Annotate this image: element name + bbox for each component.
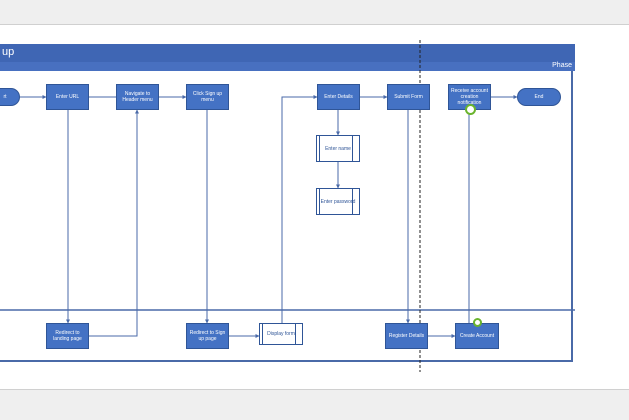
phase-bar[interactable]: Phase (0, 62, 575, 71)
pool-title: up (2, 46, 15, 58)
enter-details-step[interactable]: Enter Details (317, 84, 360, 110)
connection-point-handle[interactable] (473, 318, 482, 327)
connection-point-handle[interactable] (465, 104, 476, 115)
navigate-header-step[interactable]: Navigate to Header menu (116, 84, 159, 110)
receive-notification-step[interactable]: Receive account creation notification (448, 84, 491, 110)
start-terminator[interactable]: rt (0, 88, 20, 106)
register-details-step[interactable]: Register Details (385, 323, 428, 349)
redirect-landing-step[interactable]: Redirect to landing page (46, 323, 89, 349)
end-terminator[interactable]: End (517, 88, 561, 106)
enter-password-subprocess[interactable]: Enter password (316, 188, 360, 215)
create-account-step[interactable]: Create Account (455, 323, 499, 349)
phase-label: Phase (552, 62, 572, 69)
submit-form-step[interactable]: Submit Form (387, 84, 430, 110)
display-form-document[interactable]: Display form (259, 323, 303, 345)
enter-name-subprocess[interactable]: Enter name (316, 135, 360, 162)
enter-url-step[interactable]: Enter URL (46, 84, 89, 110)
redirect-signup-step[interactable]: Redirect to Sign up page (186, 323, 229, 349)
click-signup-step[interactable]: Click Sign up menu (186, 84, 229, 110)
